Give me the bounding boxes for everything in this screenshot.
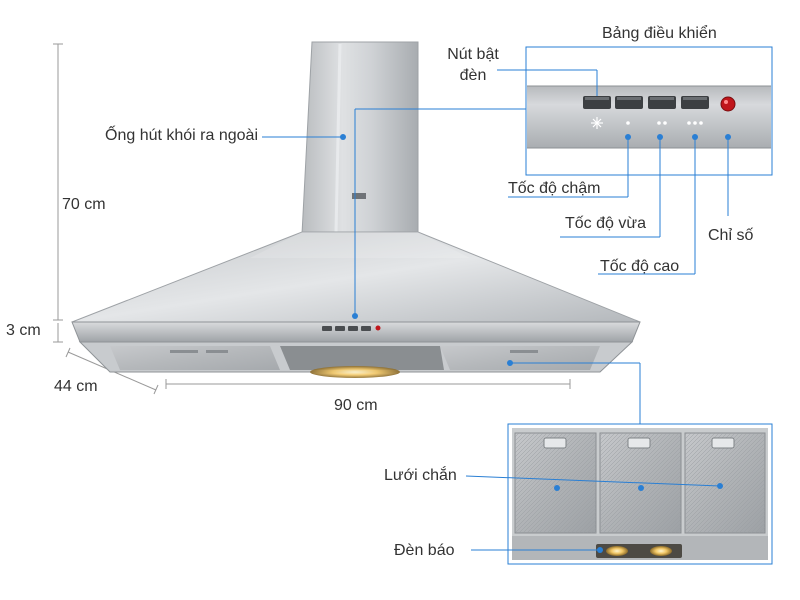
callout-dots (340, 134, 731, 553)
control-panel-zoom (525, 46, 773, 176)
speed-low-label: Tốc độ chậm (508, 180, 601, 197)
indicator-label: Chỉ số (708, 227, 754, 244)
chimney-label: Ống hút khói ra ngoài (105, 127, 258, 144)
dimension-width-label: 90 cm (334, 397, 378, 414)
light-button-label-line1: Nút bật (447, 46, 499, 63)
control-panel-steel (527, 86, 771, 148)
light-button-label-line2: đèn (459, 67, 487, 84)
brand-logo (352, 193, 366, 199)
dimension-rim-label: 3 cm (6, 322, 41, 339)
filter-zoom (507, 423, 773, 565)
speed-medium-label: Tốc độ vừa (565, 215, 646, 232)
range-hood (71, 41, 641, 378)
hood-rim (71, 321, 641, 343)
indicator-light (720, 96, 736, 112)
speed-high-label: Tốc độ cao (600, 258, 680, 275)
filter-label: Lưới chắn (384, 467, 457, 484)
hood-lamp-glow (310, 366, 400, 378)
lamp-label: Đèn báo (394, 542, 455, 559)
dimension-depth-label: 44 cm (54, 378, 98, 395)
light-symbol-icon (591, 117, 603, 129)
control-panel-label: Bảng điều khiển (602, 25, 717, 42)
callout-lines (262, 69, 729, 551)
hood-control-buttons (322, 325, 381, 331)
dimension-height-label: 70 cm (62, 196, 106, 213)
chimney-duct (301, 41, 419, 235)
